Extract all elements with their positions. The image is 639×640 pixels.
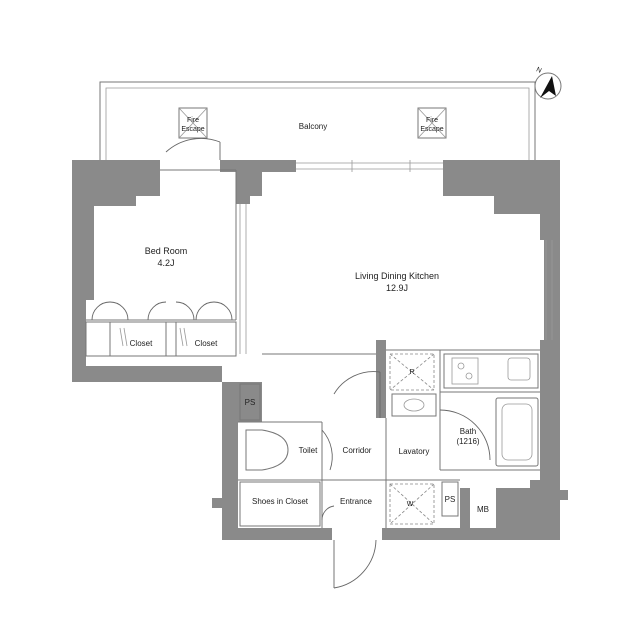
doors — [91, 138, 491, 589]
north-arrow-icon: N — [534, 66, 562, 100]
refrigerator-label: R — [409, 369, 414, 376]
compass-label: N — [535, 66, 543, 74]
ps-2-label: PS — [445, 495, 456, 504]
ldk-size: 12.9J — [386, 283, 408, 293]
toilet-label: Toilet — [299, 446, 318, 455]
closet-2-label: Closet — [195, 339, 218, 348]
fire-escape-1-label-line2: Escape — [181, 126, 204, 133]
closet-1-label: Closet — [130, 339, 153, 348]
bath-size: (1216) — [456, 437, 479, 446]
bedroom-size: 4.2J — [157, 258, 174, 268]
structural-walls — [72, 160, 568, 540]
balcony-rail — [99, 81, 536, 160]
balcony-label: Balcony — [299, 122, 327, 131]
bath-label: Bath — [460, 427, 476, 436]
entrance-label: Entrance — [340, 497, 373, 506]
ps-1-label: PS — [245, 398, 256, 407]
shoes-closet-label: Shoes in Closet — [252, 497, 309, 506]
fire-escape-2-label-line1: Fire — [426, 117, 438, 124]
bedroom-label: Bed Room — [145, 246, 188, 256]
lavatory-label: Lavatory — [399, 447, 430, 456]
washer-label: W — [407, 501, 414, 508]
ldk-label: Living Dining Kitchen — [355, 271, 439, 281]
fire-escape-1-label-line1: Fire — [187, 117, 199, 124]
interior-walls — [85, 160, 553, 528]
mb-label: MB — [477, 505, 489, 514]
fire-escape-hatch-2 — [417, 107, 447, 139]
corridor-label: Corridor — [343, 446, 372, 455]
fire-escape-hatch-1 — [178, 107, 208, 139]
fire-escape-2-label-line2: Escape — [420, 126, 443, 133]
